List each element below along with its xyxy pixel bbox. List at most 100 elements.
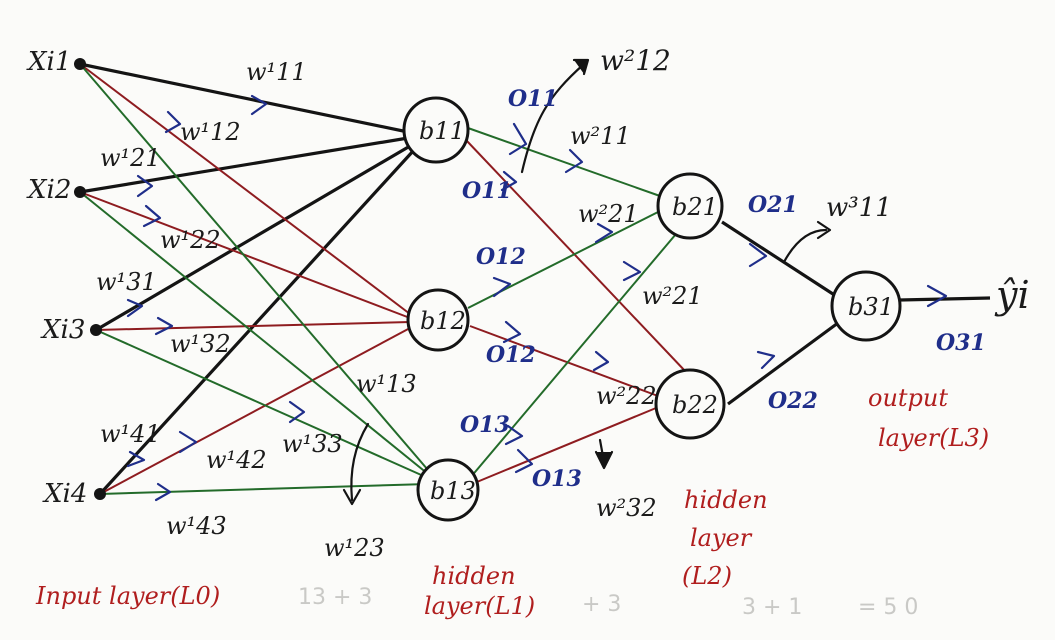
- output-o13a: O13: [460, 412, 510, 438]
- label-xi3: Xi3: [40, 315, 85, 345]
- ghost-text-2: + 3: [582, 592, 621, 617]
- weight-w1-31: w¹31: [96, 268, 157, 296]
- weight-w2-21: w²21: [578, 200, 639, 228]
- input-dot-x3: [90, 324, 102, 336]
- edge-x4-b11: [98, 148, 416, 496]
- edge-b11-b21: [467, 127, 661, 197]
- caption-hidden1-b: layer(L1): [424, 592, 535, 620]
- label-xi4: Xi4: [42, 479, 87, 509]
- edge-x1-b11: [79, 62, 409, 134]
- label-xi1: Xi1: [26, 47, 71, 77]
- label-b21: b21: [672, 193, 718, 221]
- weight-w1-41: w¹41: [100, 420, 161, 448]
- weight-w2-32: w²32: [596, 494, 657, 522]
- weight-w1-13: w¹13: [356, 370, 417, 398]
- arrow-w2-22: [592, 350, 610, 372]
- output-o21: O21: [748, 192, 798, 218]
- arrow-w32: [154, 316, 174, 336]
- edges-l2-to-l3: [721, 220, 991, 406]
- label-b31: b31: [848, 293, 894, 321]
- caption-hidden2-b: layer: [690, 524, 753, 552]
- edge-b22-b31: [727, 318, 843, 406]
- edge-x1-b13: [79, 63, 429, 471]
- input-dot-x4: [94, 488, 106, 500]
- edge-x3-b13: [95, 329, 429, 479]
- arrow-w42: [178, 430, 198, 454]
- node-b11: [402, 96, 470, 164]
- edge-b13-b21: [469, 233, 677, 479]
- pointer-w2-32-head: [594, 450, 614, 470]
- node-b12: [406, 288, 470, 352]
- output-o12a: O12: [476, 244, 526, 270]
- weight-w2-12: w²12: [600, 44, 671, 77]
- node-b13: [416, 458, 480, 522]
- arrow-w2-21b: [622, 260, 642, 282]
- weight-w1-22: w¹22: [160, 226, 221, 254]
- weight-w3-11: w³11: [826, 193, 892, 223]
- arrow-w43: [154, 482, 172, 502]
- weight-w2-21b: w²21: [642, 282, 703, 310]
- layer-nodes: [402, 96, 902, 522]
- arrow-o11b: [500, 170, 518, 192]
- input-dot-x1: [74, 58, 86, 70]
- arrow-o21: [748, 242, 768, 268]
- weight-w2-11: w²11: [570, 122, 631, 150]
- output-o11b: O11: [462, 178, 512, 204]
- output-o13b: O13: [532, 466, 582, 492]
- ghost-text-4: = 5 0: [858, 595, 918, 620]
- arrow-w12: [164, 110, 182, 134]
- edge-b21-b31: [721, 220, 837, 298]
- prediction-yhat: ŷi: [994, 273, 1030, 317]
- layer-captions: Input layer(L0) hidden layer(L1) hidden …: [35, 384, 989, 620]
- input-dots: [74, 58, 106, 500]
- edge-b12-b22: [469, 325, 659, 397]
- edges-input-to-l1: [79, 62, 429, 496]
- weight-w1-12: w¹12: [180, 118, 241, 146]
- label-xi2: Xi2: [26, 175, 71, 205]
- weight-w1-21: w¹21: [100, 144, 161, 172]
- edge-x4-b13: [99, 483, 429, 495]
- arrow-o12b: [502, 320, 522, 344]
- arrow-w2-11: [564, 148, 584, 174]
- node-b22: [654, 368, 726, 440]
- edge-b13-b22: [471, 407, 657, 485]
- node-b21: [656, 172, 724, 240]
- weight-w1-43: w¹43: [166, 512, 227, 540]
- pointer-arrows: [342, 58, 832, 506]
- ghost-text-3: 3 + 1: [742, 595, 802, 620]
- arrow-o22: [756, 350, 776, 370]
- edges-l1-to-l2: [465, 127, 687, 485]
- caption-hidden2-c: (L2): [682, 562, 732, 590]
- output-o22: O22: [768, 388, 818, 414]
- caption-input-layer: Input layer(L0): [35, 582, 220, 610]
- input-dot-x2: [74, 186, 86, 198]
- arrow-o31: [926, 284, 948, 308]
- arrow-w22: [142, 204, 162, 228]
- caption-output-b: layer(L3): [878, 424, 989, 452]
- input-labels: Xi1 Xi2 Xi3 Xi4: [26, 47, 87, 509]
- arrow-w41: [126, 450, 146, 468]
- edge-b31-output: [899, 296, 991, 302]
- caption-hidden1-a: hidden: [432, 562, 516, 590]
- pointer-w1-23-head: [342, 488, 362, 506]
- output-o31: O31: [936, 330, 986, 356]
- arrow-w11: [250, 94, 268, 116]
- bleed-through-text: 13 + 3 + 3 3 + 1 = 5 0: [298, 585, 918, 620]
- weight-w1-33: w¹33: [282, 430, 343, 458]
- arrow-o11a: [508, 122, 528, 156]
- output-o11a: O11: [508, 86, 558, 112]
- arrow-o12a: [492, 276, 512, 298]
- arrow-o13b: [514, 448, 534, 474]
- pointer-w2-12: [520, 62, 586, 174]
- label-b12: b12: [420, 307, 466, 335]
- pointer-w2-12-head: [572, 58, 590, 76]
- direction-arrows: [126, 94, 948, 502]
- edge-x1-b12: [79, 63, 411, 315]
- weight-labels: w¹11 w¹12 w¹21 w¹22 w¹31 w¹32 w¹13 w¹33 …: [96, 44, 892, 562]
- label-b13: b13: [430, 477, 476, 505]
- edge-x3-b12: [95, 321, 411, 331]
- label-b22: b22: [672, 391, 718, 419]
- weight-w1-42: w¹42: [206, 446, 267, 474]
